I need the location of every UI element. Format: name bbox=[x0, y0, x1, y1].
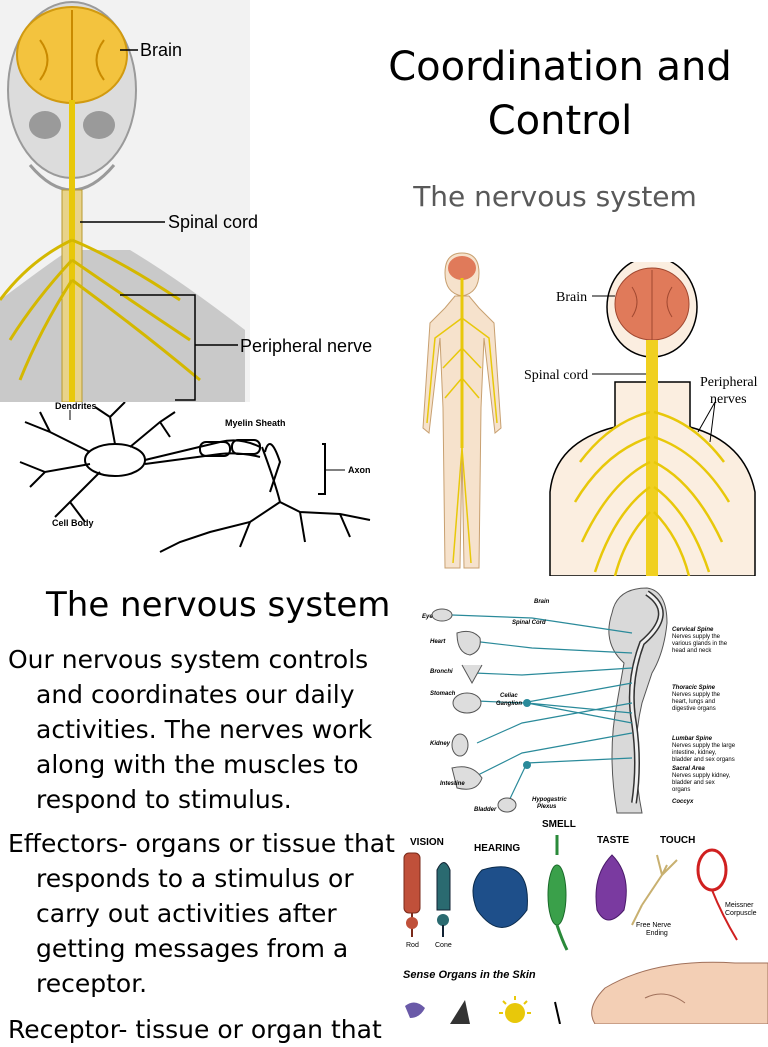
spine-lumbar-title: Lumbar Spine bbox=[672, 736, 713, 742]
neuron-label-myelin-sheath: Myelin Sheath bbox=[225, 418, 286, 428]
slide-subtitle: The nervous system bbox=[413, 180, 697, 213]
organ-label-heart: Heart bbox=[430, 639, 446, 645]
touch-label-meissner: Meissner bbox=[725, 902, 754, 909]
spine-sacral-line: bladder and sex bbox=[672, 780, 715, 786]
skull-label-spinal-cord: Spinal cord bbox=[168, 212, 258, 232]
sense-label-vision: VISION bbox=[410, 837, 444, 848]
paragraph-nervous-system: Our nervous system controls and coordina… bbox=[8, 645, 373, 814]
title-line-2: Control bbox=[487, 98, 633, 144]
sense-label-touch: TOUCH bbox=[660, 835, 695, 846]
spine-cervical-line: various glands in the bbox=[672, 641, 728, 647]
touch-label-corpuscle: Corpuscle bbox=[725, 910, 757, 917]
neuron-diagram: Dendrites Myelin Sheath Axon Cell Body bbox=[19, 402, 371, 553]
spine-lumbar-line: bladder and sex organs bbox=[672, 757, 735, 763]
body-label-nerves: nerves bbox=[710, 392, 747, 407]
spine-thoracic-line: heart, lungs and bbox=[672, 699, 715, 705]
organ-label-kidney: Kidney bbox=[430, 741, 451, 747]
body-label-brain: Brain bbox=[556, 290, 587, 305]
skull-label-peripheral-nerve: Peripheral nerve bbox=[240, 336, 372, 356]
organ-label-brain: Brain bbox=[534, 599, 550, 605]
skull-nervous-illustration: Brain Spinal cord Peripheral nerve bbox=[0, 0, 372, 402]
skin-figure-title: Sense Organs in the Skin bbox=[403, 969, 536, 981]
spine-thoracic-title: Thoracic Spine bbox=[672, 685, 716, 691]
spine-cervical-line: Nerves supply the bbox=[672, 634, 721, 640]
paragraph-receptor: Receptor- tissue or organ that bbox=[8, 1015, 382, 1044]
spine-coccyx-title: Coccyx bbox=[672, 799, 694, 805]
organ-label-eye: Eye bbox=[422, 614, 433, 620]
sense-label-taste: TASTE bbox=[597, 835, 629, 846]
paragraph-effectors: Effectors- organs or tissue that respond… bbox=[8, 829, 395, 998]
spine-lumbar-line: Nerves supply the large bbox=[672, 743, 736, 749]
touch-label-free-nerve: Free Nerve bbox=[636, 922, 671, 929]
title-line-1: Coordination and bbox=[388, 44, 732, 90]
spine-thoracic-line: Nerves supply the bbox=[672, 692, 721, 698]
organ-label-bronchi: Bronchi bbox=[430, 669, 453, 675]
spine-cervical-line: head and neck bbox=[672, 648, 712, 654]
spine-sacral-line: organs bbox=[672, 787, 690, 793]
vision-label-cone: Cone bbox=[435, 942, 452, 949]
skull-label-brain: Brain bbox=[140, 40, 182, 60]
organ-label-spinal-cord: Spinal Cord bbox=[512, 620, 546, 626]
organ-label-hypogastric: Hypogastric bbox=[532, 797, 567, 803]
sense-label-smell: SMELL bbox=[542, 819, 576, 830]
organ-label-stomach: Stomach bbox=[430, 691, 456, 697]
spine-lumbar-line: intestine, kidney, bbox=[672, 750, 717, 756]
organ-label-bladder: Bladder bbox=[474, 807, 497, 813]
organ-label-plexus: Plexus bbox=[537, 804, 557, 810]
organ-label-ganglion: Ganglion bbox=[496, 701, 522, 707]
sensory-receptors-illustration: SMELL VISION HEARING TASTE TOUCH Free Ne… bbox=[403, 819, 757, 951]
neuron-label-cell-body: Cell Body bbox=[52, 518, 94, 528]
neuron-label-axon: Axon bbox=[348, 465, 371, 475]
section-heading: The nervous system bbox=[46, 585, 391, 625]
body-label-peripheral: Peripheral bbox=[700, 375, 758, 390]
slide-title: Coordination and Control bbox=[380, 40, 740, 148]
spine-thoracic-line: digestive organs bbox=[672, 706, 716, 712]
spine-sacral-title: Sacral Area bbox=[672, 766, 705, 772]
back-spine-illustration: Brain Spinal cord Peripheral nerves bbox=[524, 262, 758, 576]
touch-label-ending: Ending bbox=[646, 930, 668, 937]
body-label-spinal-cord: Spinal cord bbox=[524, 368, 588, 383]
organ-label-celiac: Celiac bbox=[500, 693, 518, 699]
organ-innervation-diagram: Brain Spinal Cord Eye Heart Bronchi Stom… bbox=[412, 583, 768, 815]
full-body-nervous-illustration bbox=[422, 252, 502, 569]
spine-cervical-title: Cervical Spine bbox=[672, 627, 714, 633]
spine-sacral-line: Nerves supply kidney, bbox=[672, 773, 731, 779]
organ-label-intestine: Intestine bbox=[440, 781, 465, 787]
skin-sense-organs-illustration: Sense Organs in the Skin bbox=[403, 961, 768, 1024]
neuron-label-dendrites: Dendrites bbox=[55, 402, 97, 411]
vision-label-rod: Rod bbox=[406, 942, 419, 949]
sense-label-hearing: HEARING bbox=[474, 843, 520, 854]
